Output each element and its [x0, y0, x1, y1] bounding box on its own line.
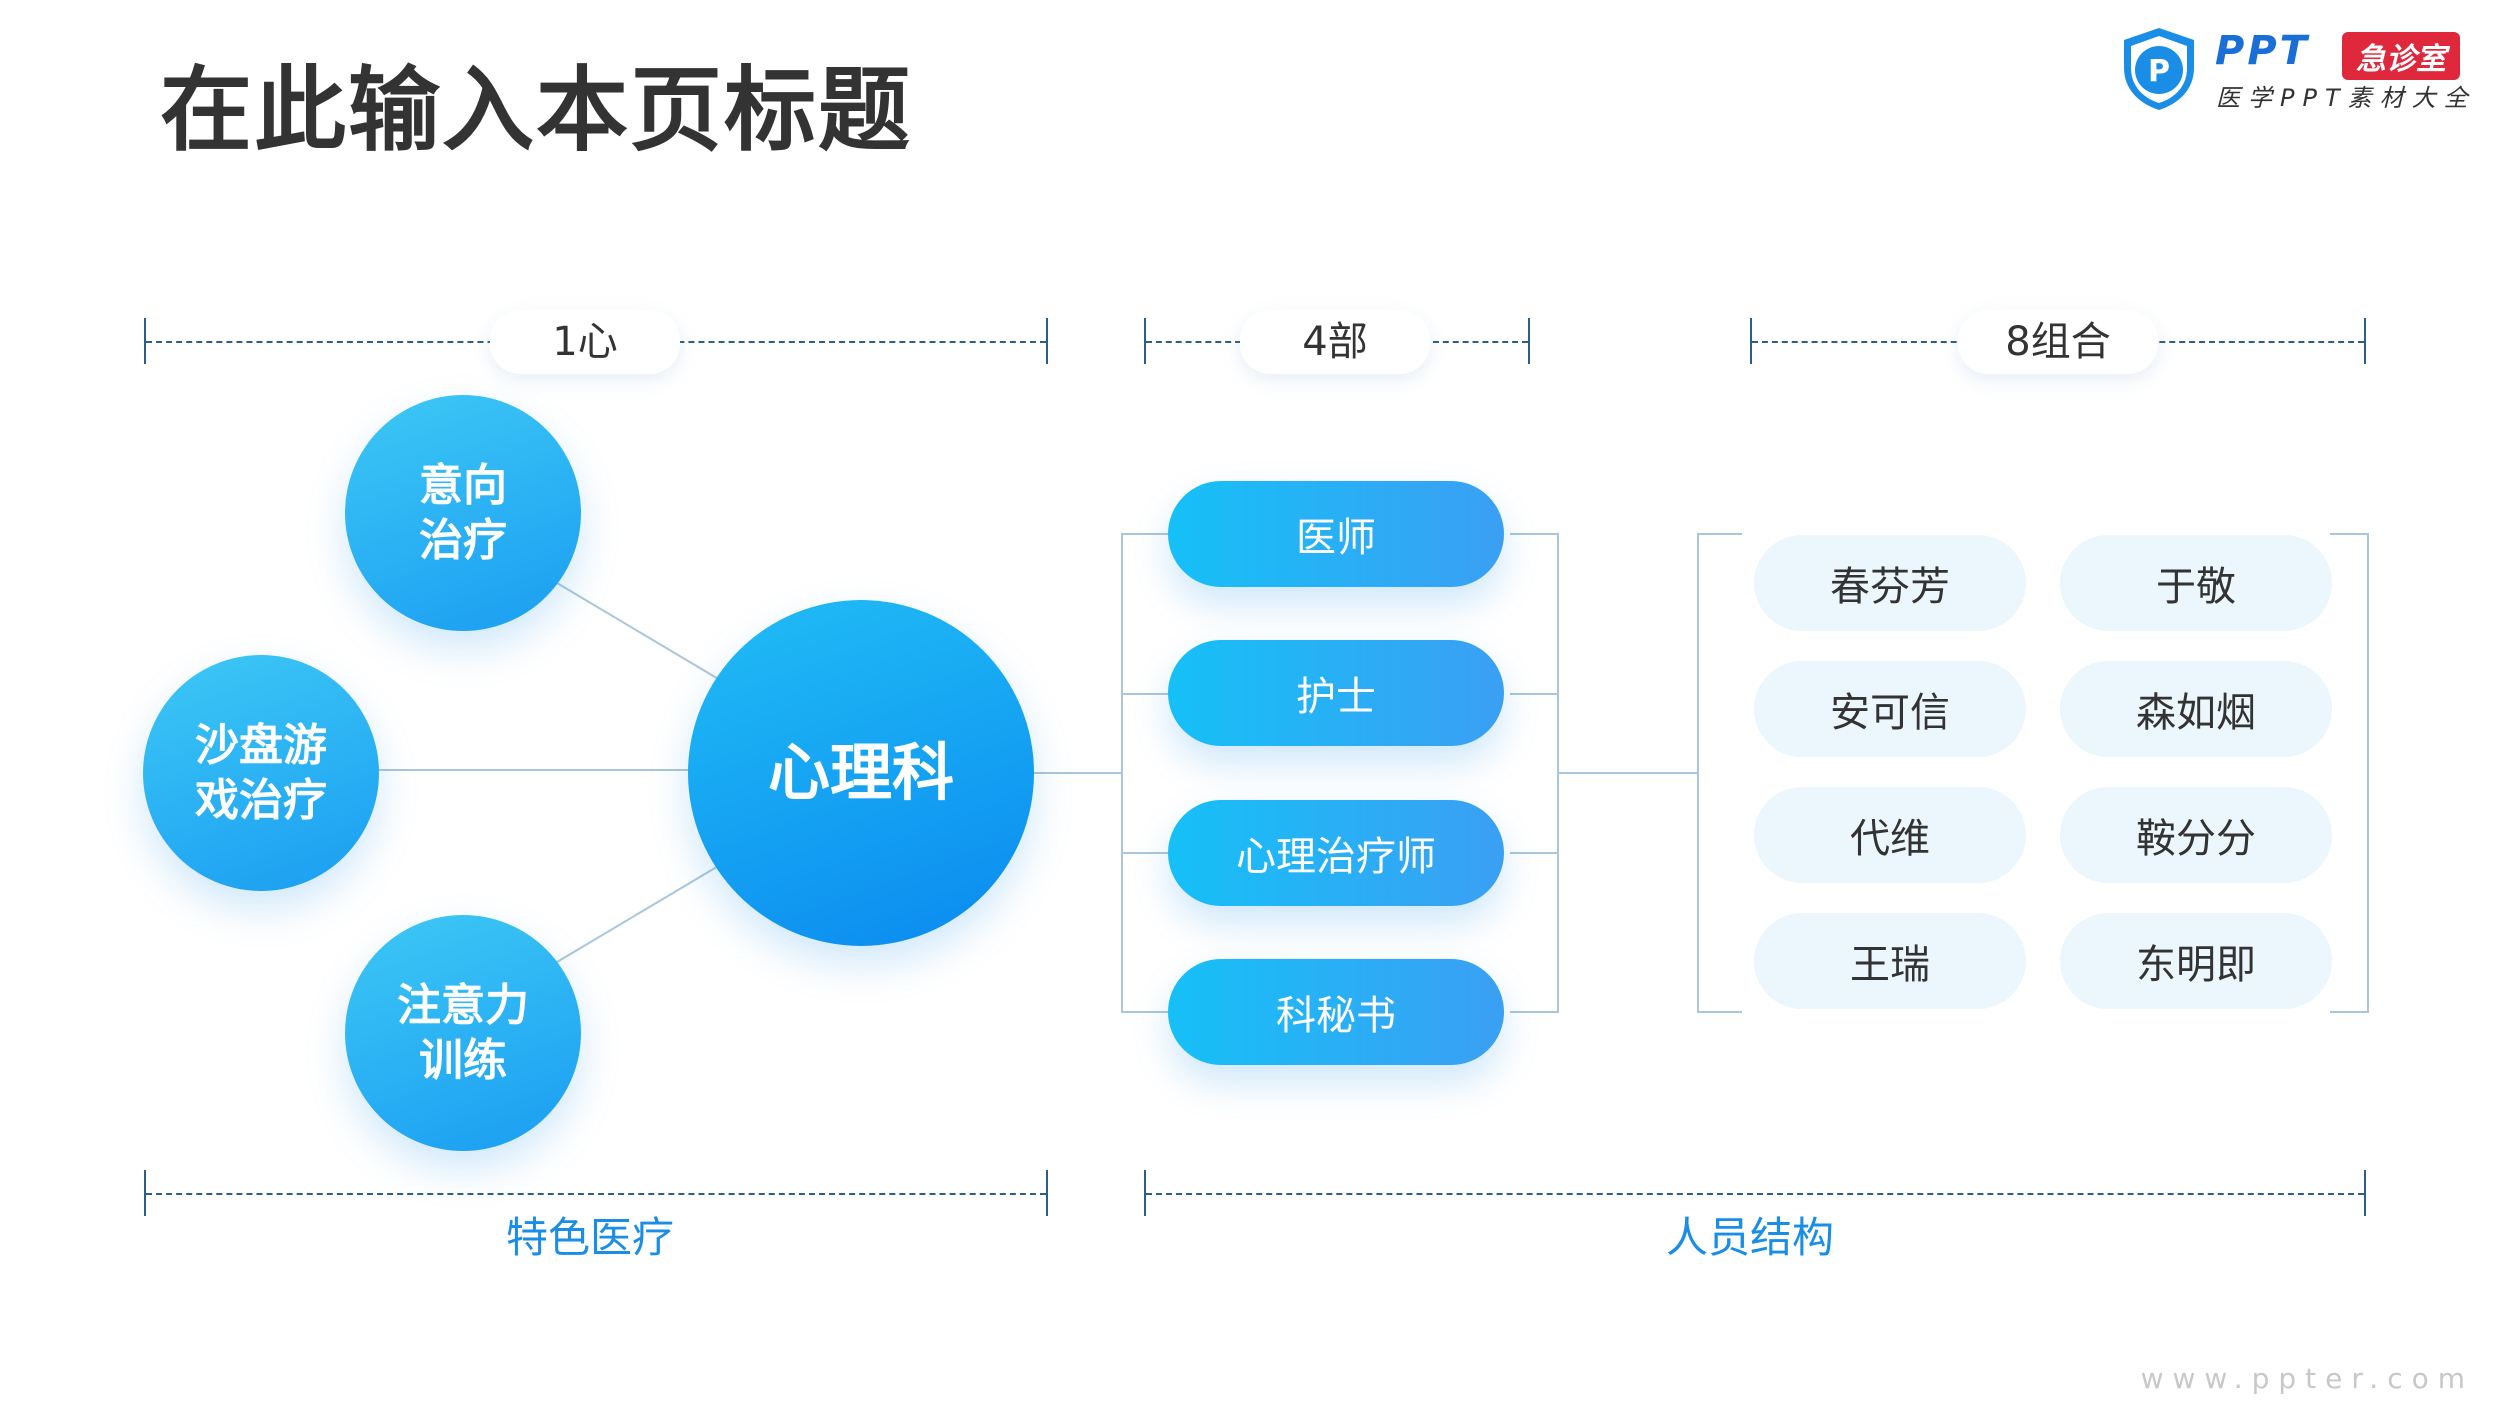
brand-logo: P PPT 急诊室 医学PPT素材大全	[2120, 26, 2480, 116]
group-name: 安可信	[1754, 661, 2026, 757]
section-tick	[2364, 1170, 2366, 1216]
logo-brand: PPT	[2215, 28, 2310, 74]
watermark: www.ppter.com	[2140, 1362, 2474, 1395]
section-tick	[144, 1170, 146, 1216]
page-title: 在此输入本页标题	[160, 57, 913, 164]
section-label-one-heart: 1心	[490, 310, 680, 374]
role-nurse: 护士	[1168, 640, 1504, 746]
role-secretary: 科秘书	[1168, 959, 1504, 1065]
section-tick	[1046, 318, 1048, 364]
section-divider	[1146, 1193, 2364, 1195]
role-psychotherapist: 心理治疗师	[1168, 800, 1504, 906]
feature-circle-attention-training: 注意力训练	[345, 915, 581, 1151]
feature-circle-sandplay-therapy: 沙盘游戏治疗	[143, 655, 379, 891]
section-label-special-care: 特色医疗	[505, 1213, 674, 1262]
group-name: 森如烟	[2060, 661, 2332, 757]
center-circle-psychology-dept: 心理科	[688, 600, 1034, 946]
section-tick	[1528, 318, 1530, 364]
feature-line: 训练	[419, 1035, 507, 1086]
group-name: 春芬芳	[1754, 535, 2026, 631]
feature-line: 沙盘游	[195, 720, 327, 771]
role-doctor: 医师	[1168, 481, 1504, 587]
groups-right-bracket	[2330, 533, 2369, 1013]
center-label: 心理科	[767, 736, 954, 810]
section-tick	[144, 318, 146, 364]
feature-line: 注意力	[397, 980, 529, 1031]
section-label-eight-groups: 8组合	[1958, 310, 2158, 374]
section-tick	[2364, 318, 2366, 364]
group-name: 东明即	[2060, 913, 2332, 1009]
section-divider	[146, 1193, 1046, 1195]
section-tick	[1046, 1170, 1048, 1216]
group-name: 于敬	[2060, 535, 2332, 631]
roles-left-bracket	[1121, 533, 1170, 1013]
section-label-staff-structure: 人员结构	[1665, 1213, 1834, 1262]
connector-line	[551, 579, 721, 681]
connector-line	[551, 864, 721, 966]
group-name: 鞍分分	[2060, 787, 2332, 883]
section-tick	[1750, 318, 1752, 364]
shield-icon: P	[2124, 28, 2194, 110]
logo-tag: 急诊室	[2342, 32, 2460, 80]
section-label-four-parts: 4部	[1240, 310, 1430, 374]
group-name: 王瑞	[1754, 913, 2026, 1009]
feature-circle-imagery-therapy: 意向治疗	[345, 395, 581, 631]
logo-badge-letter: P	[2148, 54, 2170, 89]
feature-line: 戏治疗	[195, 775, 327, 826]
roles-right-bracket	[1510, 533, 1559, 1013]
group-name: 代维	[1754, 787, 2026, 883]
feature-line: 意向	[419, 460, 507, 511]
feature-line: 治疗	[419, 515, 507, 566]
section-tick	[1144, 1170, 1146, 1216]
section-tick	[1144, 318, 1146, 364]
groups-left-bracket	[1697, 533, 1742, 1013]
logo-subtitle: 医学PPT素材大全	[2216, 84, 2476, 112]
